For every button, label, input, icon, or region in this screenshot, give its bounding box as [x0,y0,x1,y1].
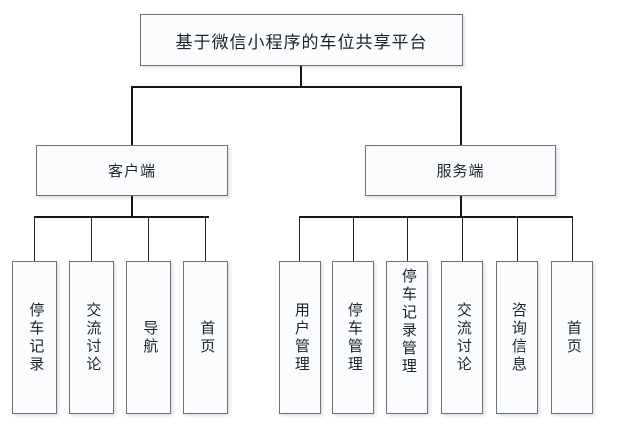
leaf-node-server-parking-record-management[interactable]: 停车记录管理 [386,261,428,414]
connector-server-leaf-bar [299,216,573,218]
root-node-label: 基于微信小程序的车位共享平台 [175,32,428,52]
leaf-node-server-discussion-label: 交流讨论 [454,301,471,374]
connector-client-stem [131,196,133,217]
root-node[interactable]: 基于微信小程序的车位共享平台 [140,14,463,66]
connector-server-drop-3 [407,216,408,261]
connector-client-drop-4 [205,216,206,261]
branch-node-client[interactable]: 客户端 [36,145,228,196]
leaf-node-client-discussion[interactable]: 交流讨论 [69,261,114,414]
leaf-node-client-navigation-label: 导航 [141,319,158,356]
leaf-node-server-parking-management-label: 停车管理 [345,301,362,374]
leaf-node-server-home-label: 首页 [564,319,581,356]
connector-server-stem [460,196,462,217]
leaf-node-client-home[interactable]: 首页 [183,261,228,414]
connector-client-drop-2 [91,216,92,261]
connector-root-to-client [131,86,133,145]
branch-node-client-label: 客户端 [107,164,156,180]
connector-server-drop-5 [517,216,518,261]
leaf-node-server-user-management-label: 用户管理 [292,301,309,374]
leaf-node-client-navigation[interactable]: 导航 [126,261,171,414]
leaf-node-server-consultation-info-label: 咨询信息 [509,301,526,374]
connector-client-leaf-bar [34,216,209,218]
leaf-node-server-discussion[interactable]: 交流讨论 [441,261,483,414]
leaf-node-client-home-label: 首页 [198,319,215,356]
connector-root-to-server [460,86,462,145]
leaf-node-server-user-management[interactable]: 用户管理 [279,261,321,414]
leaf-node-server-parking-record-management-label: 停车记录管理 [399,268,416,376]
connector-root-bar [131,86,462,88]
connector-server-drop-2 [353,216,354,261]
leaf-node-server-parking-management[interactable]: 停车管理 [332,261,374,414]
connector-server-drop-4 [462,216,463,261]
branch-node-server-label: 服务端 [436,164,485,180]
leaf-node-server-consultation-info[interactable]: 咨询信息 [496,261,538,414]
connector-server-drop-6 [572,216,573,261]
connector-root-stem [300,66,302,87]
leaf-node-client-parking-record-label: 停车记录 [27,301,44,374]
branch-node-server[interactable]: 服务端 [365,145,556,196]
connector-server-drop-1 [299,216,300,261]
connector-client-drop-3 [148,216,149,261]
leaf-node-client-parking-record[interactable]: 停车记录 [12,261,57,414]
connector-client-drop-1 [34,216,35,261]
leaf-node-server-home[interactable]: 首页 [551,261,593,414]
leaf-node-client-discussion-label: 交流讨论 [84,301,101,374]
